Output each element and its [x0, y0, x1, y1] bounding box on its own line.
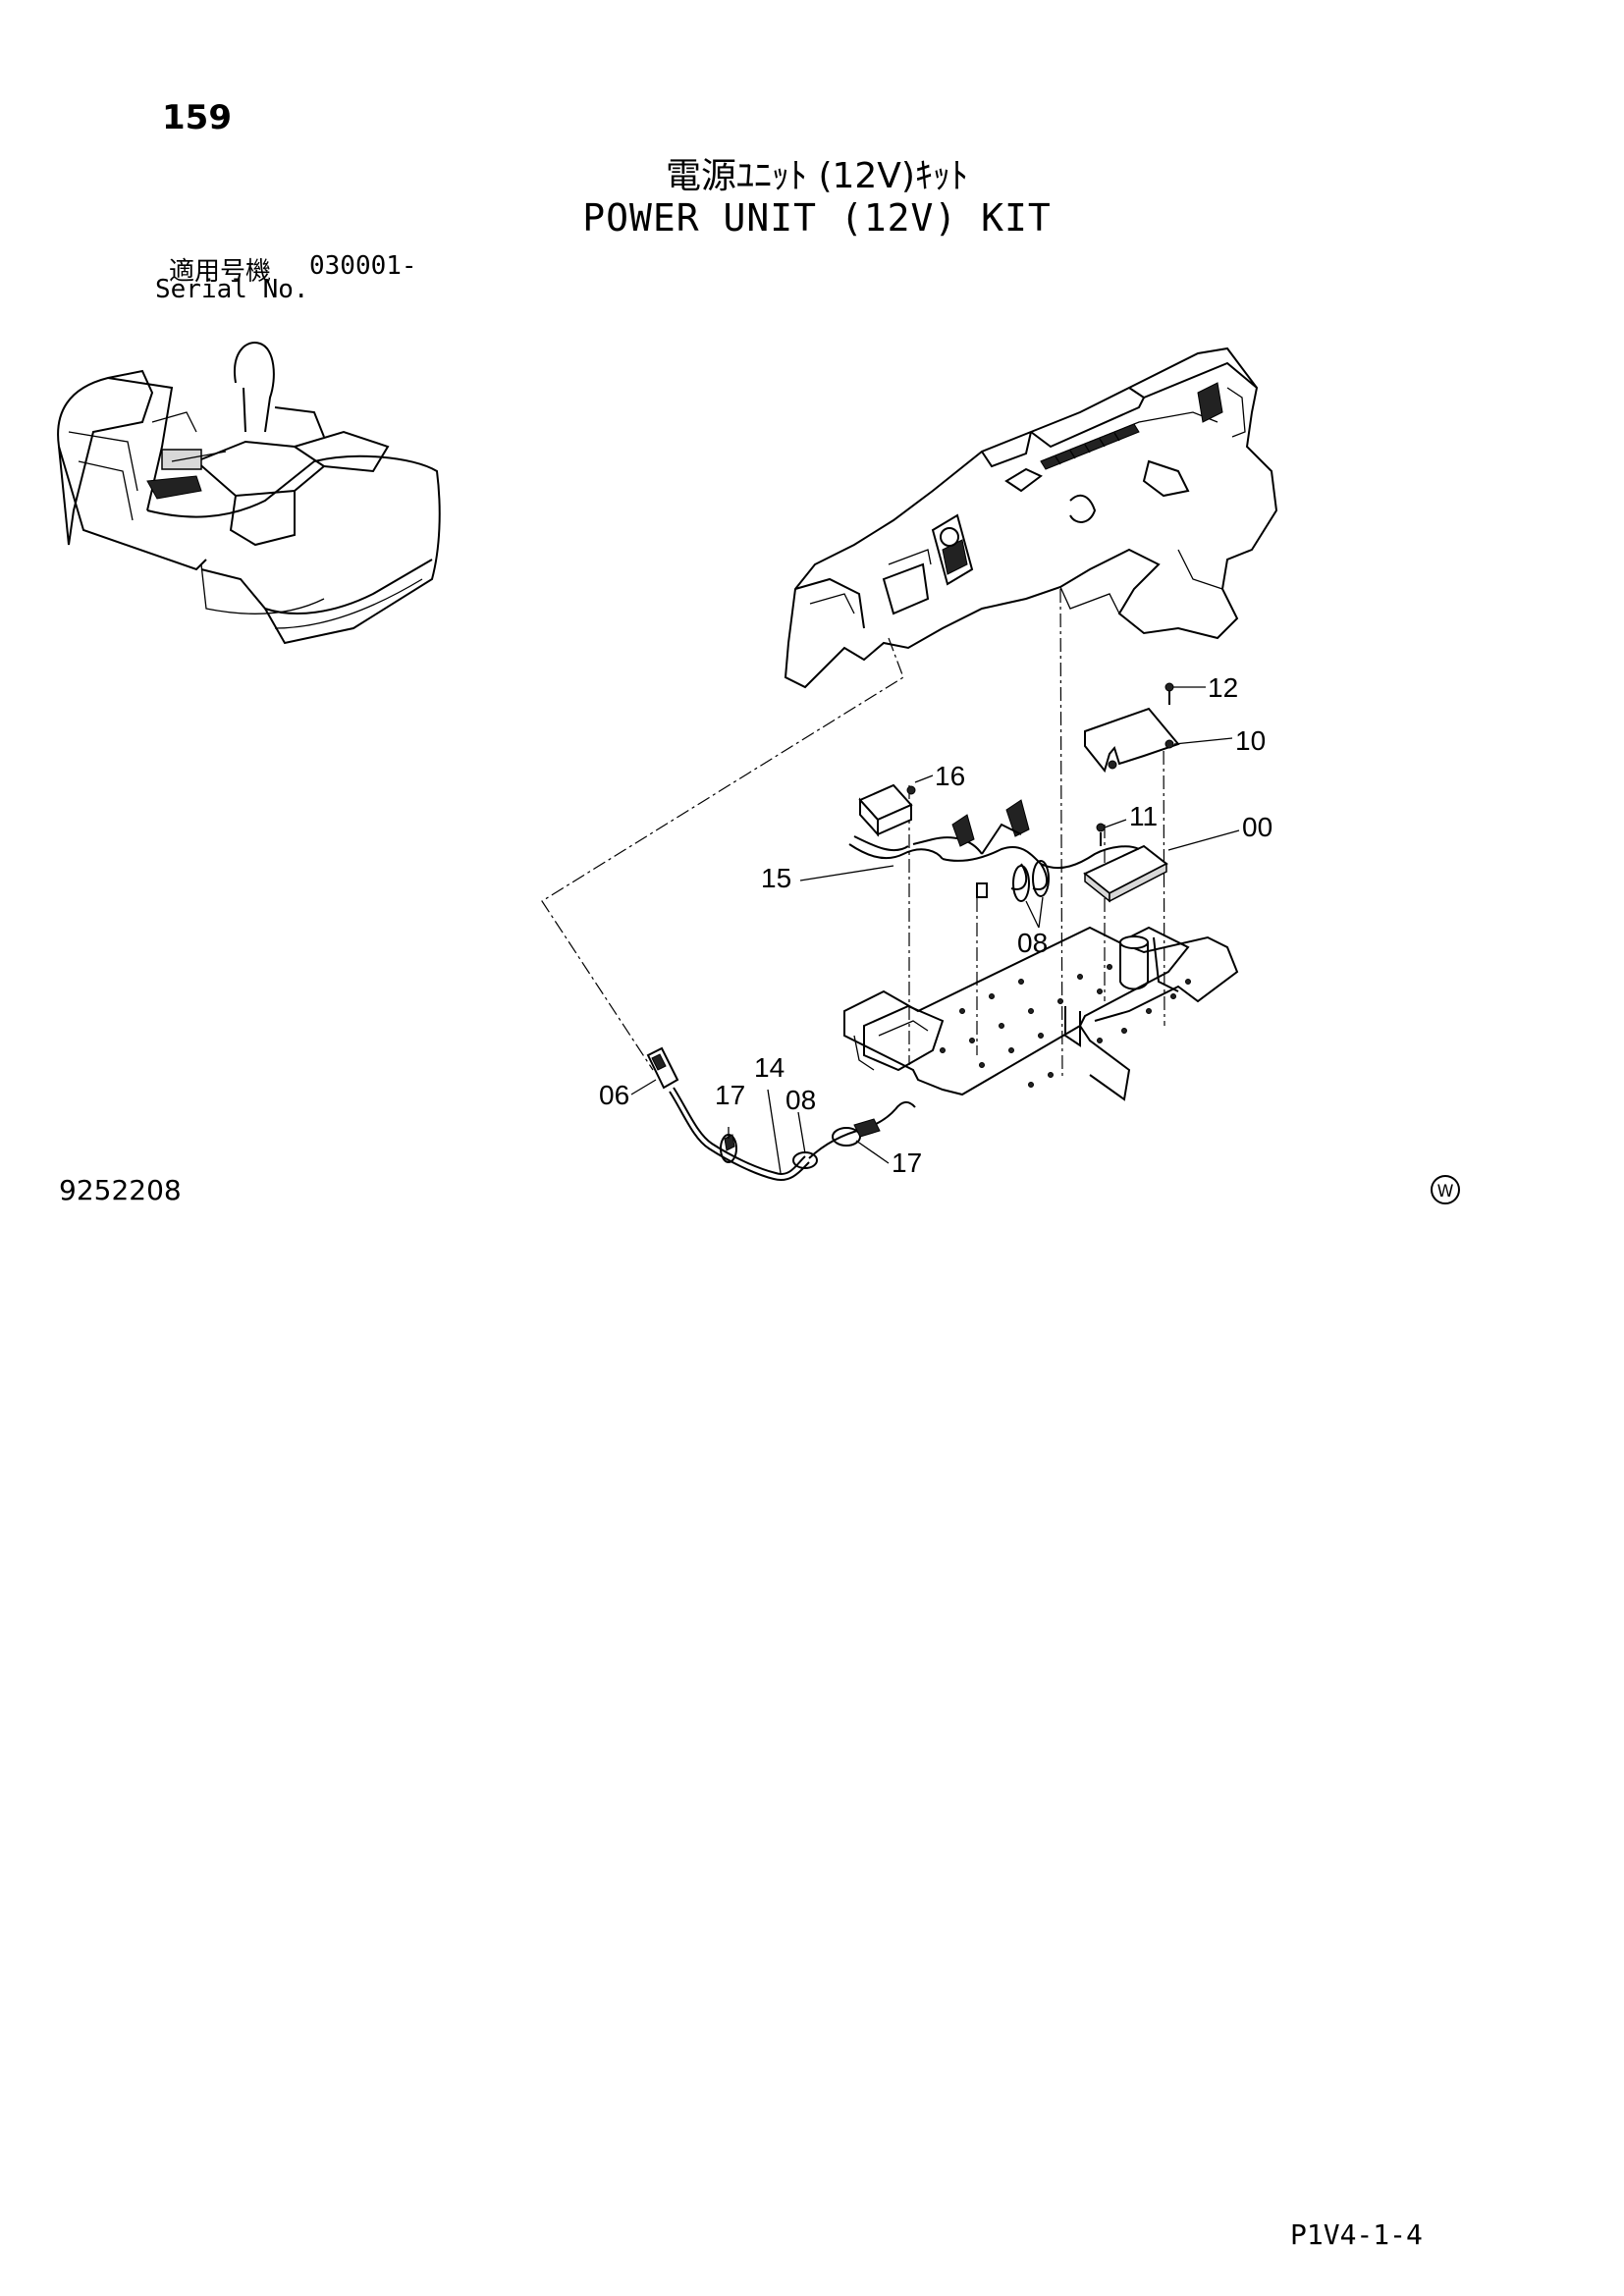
callout-12: 12: [1208, 672, 1238, 703]
leader-dashed-panel-to-plug: [541, 637, 904, 1071]
callout-14: 14: [754, 1052, 785, 1083]
callout-08-upper: 08: [1017, 928, 1048, 958]
title-english: POWER UNIT (12V) KIT: [582, 196, 1052, 240]
callout-00: 00: [1242, 812, 1272, 842]
machine-overview-illustration: [57, 342, 441, 645]
page-code: P1V4-1-4: [1290, 2218, 1423, 2251]
drawing-number: 9252208: [59, 1174, 182, 1206]
base-plate-assembly: [843, 926, 1239, 1101]
serial-label-english: Serial No.: [155, 275, 309, 304]
callout-11: 11: [1129, 801, 1158, 831]
callout-10: 10: [1235, 725, 1266, 756]
callout-17-right: 17: [892, 1148, 922, 1178]
maker-mark-circled: W: [1431, 1175, 1460, 1204]
harness-part-14: [646, 1046, 916, 1182]
callout-15: 15: [761, 863, 791, 893]
title-japanese: 電源ﾕﾆｯﾄ (12V)ｷｯﾄ: [666, 156, 968, 196]
callout-17-left: 17: [715, 1080, 745, 1110]
callout-06: 06: [599, 1080, 629, 1110]
leader-lines: [630, 686, 1240, 1174]
serial-label-japanese: 適用号機: [169, 257, 272, 287]
page-number: 159: [162, 98, 232, 137]
clamps-part-08: [1012, 860, 1050, 902]
callout-08-lower: 08: [785, 1085, 816, 1115]
alignment-line-1: [1059, 588, 1063, 1081]
cab-panel-assembly: [784, 347, 1278, 689]
harness-part-15: [848, 783, 1140, 898]
power-unit-part-00: [1083, 823, 1168, 903]
cover-plate-part-10: [1084, 682, 1180, 774]
callout-16: 16: [935, 761, 965, 791]
serial-number-value: 030001-: [309, 251, 417, 281]
